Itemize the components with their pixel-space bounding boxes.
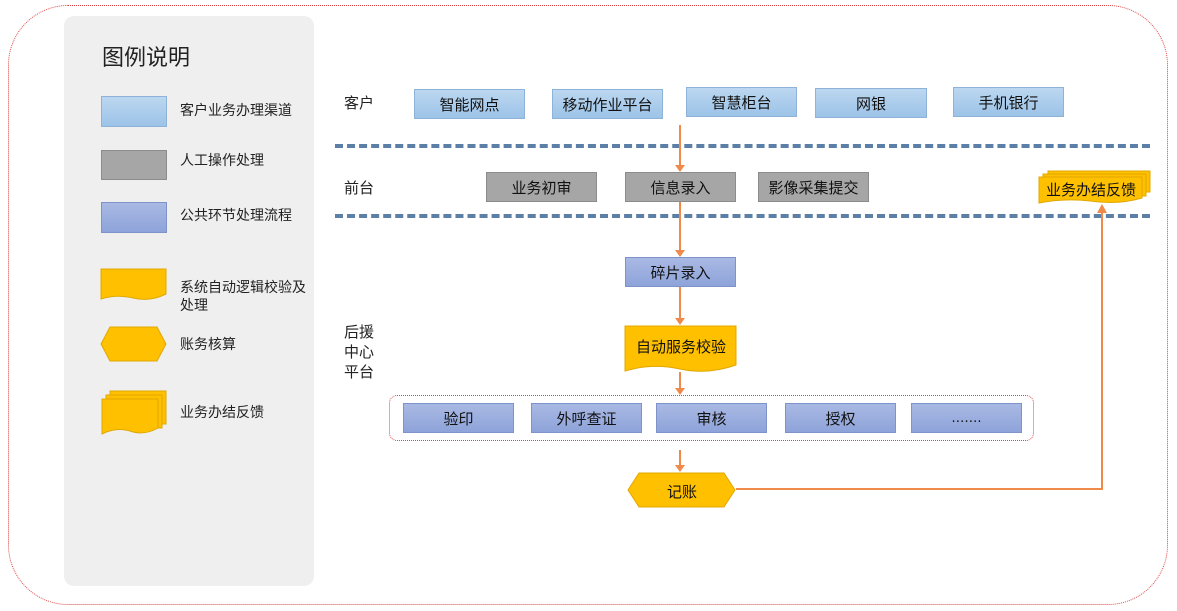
accounting-shape xyxy=(627,472,736,508)
common-step-authorize: 授权 xyxy=(785,403,896,433)
arrow-line-channel-to-entry xyxy=(679,125,681,165)
arrow-head-check xyxy=(675,318,685,325)
arrow-head-entry xyxy=(675,165,685,172)
legend-swatch-feedback xyxy=(101,390,167,435)
lane-label-back: 后援中心平台 xyxy=(344,323,375,381)
common-step-review: 审核 xyxy=(656,403,767,433)
feedback-shape xyxy=(1038,170,1151,204)
legend-swatch-manual xyxy=(101,150,167,180)
legend-label-feedback: 业务办结反馈 xyxy=(180,405,264,421)
arrow-accounting-to-feedback xyxy=(736,204,1107,490)
feedback-label: 业务办结反馈 xyxy=(1045,181,1136,199)
legend-swatch-common xyxy=(101,202,167,233)
legend-label-common: 公共环节处理流程 xyxy=(180,208,292,224)
channel-smart-counter: 智慧柜台 xyxy=(686,87,797,117)
channel-mobile-banking: 手机银行 xyxy=(953,87,1064,117)
lane-divider-bottom xyxy=(335,214,1150,218)
arrow-head-common xyxy=(675,388,685,395)
legend-label-accounting: 账务核算 xyxy=(180,337,236,353)
back-step-fragment-entry: 碎片录入 xyxy=(625,257,736,287)
arrow-line-check-to-common xyxy=(679,372,681,388)
legend-label-system-logic: 系统自动逻辑校验及处理 xyxy=(180,280,306,314)
arrow-head-fragment xyxy=(675,250,685,257)
common-process-group xyxy=(389,395,1034,441)
auto-check-label: 自动服务校验 xyxy=(635,338,726,356)
front-step-info-entry: 信息录入 xyxy=(625,172,736,202)
common-step-call-verify: 外呼查证 xyxy=(531,403,642,433)
legend-swatch-system-logic xyxy=(100,268,167,300)
channel-online-banking: 网银 xyxy=(815,88,927,118)
lane-label-front: 前台 xyxy=(344,179,375,197)
arrow-line-common-to-accounting xyxy=(679,450,681,465)
channel-mobile-platform: 移动作业平台 xyxy=(552,89,663,119)
lane-label-customer: 客户 xyxy=(344,94,375,112)
common-step-more: ……. xyxy=(911,403,1022,433)
front-step-initial-review: 业务初审 xyxy=(486,172,597,202)
accounting-label: 记账 xyxy=(666,483,697,501)
arrow-line-entry-to-fragment xyxy=(679,202,681,250)
legend-label-channel: 客户业务办理渠道 xyxy=(180,103,292,119)
common-step-seal-check: 验印 xyxy=(403,403,514,433)
legend-swatch-channel xyxy=(101,96,167,127)
front-step-image-capture: 影像采集提交 xyxy=(758,172,869,202)
auto-check-shape xyxy=(624,325,737,372)
arrow-line-fragment-to-check xyxy=(679,287,681,318)
legend-label-manual: 人工操作处理 xyxy=(180,153,264,169)
lane-divider-top xyxy=(335,144,1150,148)
legend-title: 图例说明 xyxy=(102,46,191,71)
legend-swatch-accounting xyxy=(100,326,167,362)
arrow-head-accounting xyxy=(675,465,685,472)
channel-smart-branch: 智能网点 xyxy=(414,89,525,119)
outer-frame xyxy=(8,5,1168,605)
